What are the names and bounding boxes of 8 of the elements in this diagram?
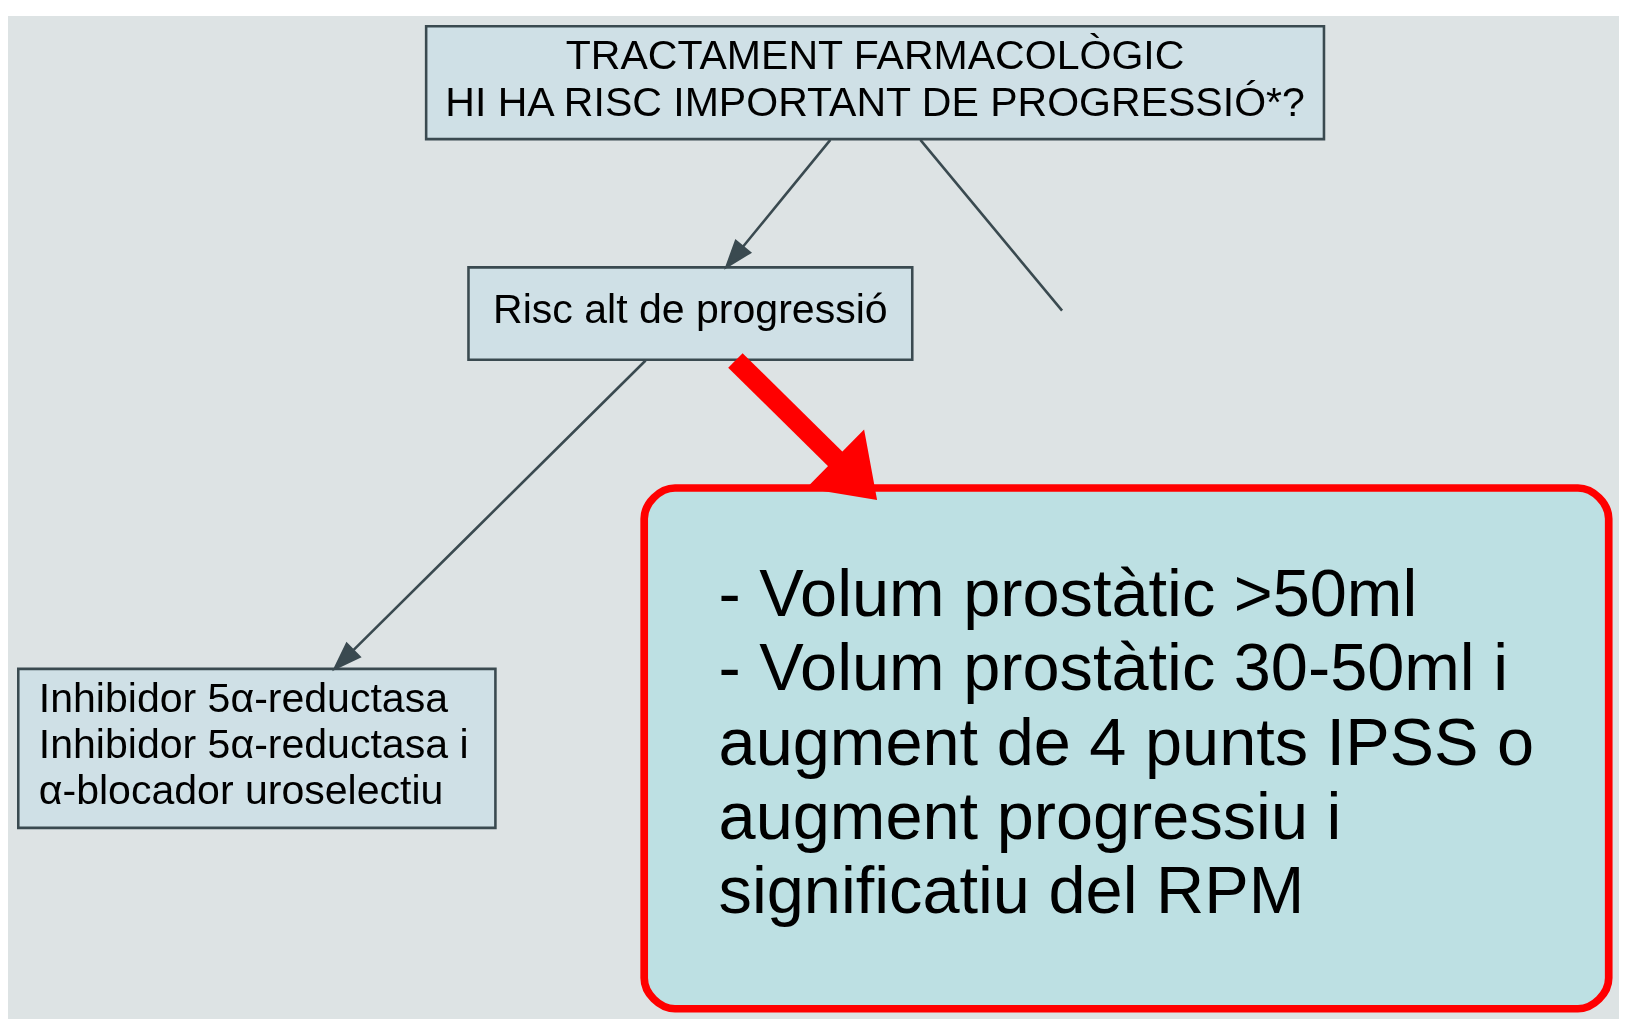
- arrow: [728, 353, 878, 501]
- arrow: [332, 359, 647, 672]
- node-box: TRACTAMENT FARMACOLÒGIC HI HA RISC IMPORTANT DE PROGRESSIÓ*?: [424, 24, 1326, 141]
- arrow: [724, 139, 832, 270]
- node-box: - Volum prostàtic >50ml - Volum prostàtic 30-50ml i augment de 4 punts IPSS o augment progressiu i significatiu del RPM: [640, 484, 1613, 1013]
- node-box: Risc alt de progressió: [467, 266, 914, 362]
- node-box: Inhibidor 5α-reductasa Inhibidor 5α-reductasa i α-blocador uroselectiu: [17, 667, 497, 830]
- connector: [919, 139, 1064, 312]
